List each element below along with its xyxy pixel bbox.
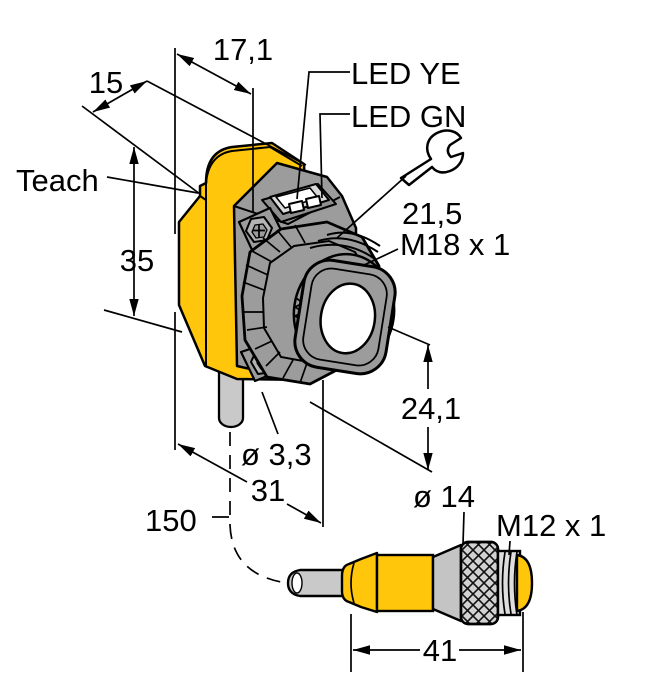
dim-17-1-label: 17,1 — [213, 32, 273, 67]
dim-41-label: 41 — [423, 633, 457, 668]
m12-callout: M12 x 1 — [496, 508, 606, 556]
dim-150-label: 150 — [145, 503, 197, 538]
connector-body — [375, 553, 435, 613]
dimension-41: 41 — [350, 612, 524, 672]
connector-tip — [515, 553, 534, 613]
led-ye-callout: LED YE — [296, 56, 461, 200]
connector-thread — [496, 549, 522, 617]
m18-callout: M18 x 1 — [361, 227, 510, 267]
teach-label: Teach — [16, 163, 99, 198]
dimension-24-1: 24,1 — [309, 326, 461, 473]
dia-3-3-label: ø 3,3 — [241, 437, 312, 472]
connector-cable — [286, 568, 358, 598]
dia-14-callout: ø 14 — [413, 479, 475, 545]
dim-21-5-label: 21,5 — [402, 196, 462, 231]
lens-face — [293, 258, 397, 376]
dim-31-label: 31 — [251, 473, 285, 508]
bracket-notch-edge — [199, 195, 207, 201]
dia-3-3-callout: ø 3,3 — [241, 391, 312, 472]
led-gn-callout: LED GN — [319, 99, 466, 199]
led-gn-label: LED GN — [351, 99, 466, 134]
dimension-35: 35 — [103, 147, 183, 333]
knurled-ring — [459, 540, 500, 626]
dimension-17-1: 17,1 — [174, 32, 273, 234]
m12-label: M12 x 1 — [496, 508, 606, 543]
dimensions: 17,1 15 35 Teach LED YE LED GN — [16, 32, 606, 672]
m18-label: M18 x 1 — [400, 227, 510, 262]
wrench-callout: 21,5 — [336, 129, 465, 239]
led-indicator-yellow — [288, 200, 305, 214]
dimension-15: 15 — [81, 65, 307, 195]
dia-14-label: ø 14 — [413, 479, 475, 514]
teach-callout: Teach — [16, 163, 199, 198]
led-indicator-green — [305, 195, 322, 209]
connector-collar — [431, 543, 463, 623]
connector-assembly — [286, 540, 534, 626]
dimension-31: 31 — [174, 312, 324, 527]
dim-15-label: 15 — [89, 65, 123, 100]
dim-35-label: 35 — [120, 243, 154, 278]
wrench-icon — [399, 129, 465, 187]
connector-boot — [340, 551, 379, 614]
nut-chamfer-ticks — [242, 224, 308, 384]
lens — [319, 282, 377, 355]
dim-24-1-label: 24,1 — [401, 391, 461, 426]
bracket-top-edge — [205, 145, 303, 185]
dimension-150: 150 — [145, 432, 288, 584]
led-window — [261, 183, 337, 223]
sensor-body — [177, 141, 397, 429]
led-ye-label: LED YE — [351, 56, 461, 91]
